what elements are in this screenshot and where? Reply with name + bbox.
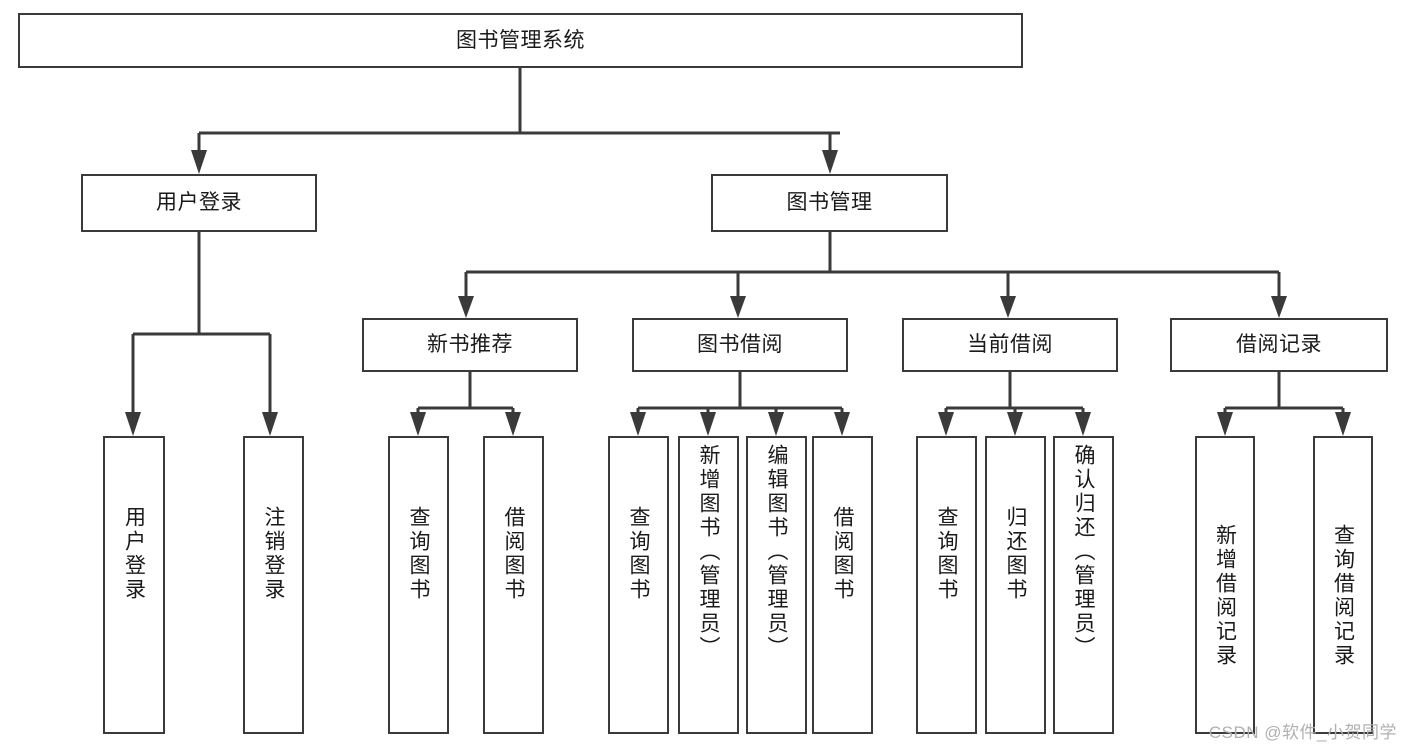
node-current-borrow[interactable]: 当前借阅 <box>902 318 1118 372</box>
arrowhead-leaf-11 <box>1075 412 1091 436</box>
arrowhead-leaf-13 <box>1335 412 1351 436</box>
arrowhead-leaf-12 <box>1217 412 1233 436</box>
node-leaf-confirm-return-label: 确认归还（管理员） <box>1072 444 1095 660</box>
arrowhead-userlogin <box>191 150 207 174</box>
arrowhead-leaf-2 <box>262 412 278 436</box>
arrowhead-leaf-10 <box>1007 412 1023 436</box>
node-root[interactable]: 图书管理系统 <box>18 13 1023 68</box>
arrowhead-leaf-5 <box>630 412 646 436</box>
node-leaf-query-record[interactable]: 查询借阅记录 <box>1313 436 1373 734</box>
arrowhead-leaf-1 <box>125 412 141 436</box>
arrowhead-leaf-9 <box>938 412 954 436</box>
node-current-borrow-label: 当前借阅 <box>967 333 1053 357</box>
arrowhead-bookmanage <box>822 150 838 174</box>
node-leaf-query-book-2-label: 查询图书 <box>627 506 650 602</box>
node-leaf-add-book-label: 新增图书（管理员） <box>697 444 720 660</box>
node-book-manage-label: 图书管理 <box>786 191 873 215</box>
node-leaf-add-record[interactable]: 新增借阅记录 <box>1195 436 1255 734</box>
arrowhead-leaf-6 <box>700 412 716 436</box>
node-leaf-query-book-2[interactable]: 查询图书 <box>608 436 669 734</box>
node-leaf-borrow-book-2[interactable]: 借阅图书 <box>812 436 873 734</box>
arrowhead-leaf-4 <box>505 412 521 436</box>
node-leaf-borrow-book-1[interactable]: 借阅图书 <box>483 436 544 734</box>
node-root-label: 图书管理系统 <box>456 28 585 52</box>
node-leaf-add-record-label: 新增借阅记录 <box>1213 524 1237 668</box>
arrow-heads <box>125 150 1351 436</box>
node-new-book-rec-label: 新书推荐 <box>427 333 513 357</box>
node-leaf-query-book-1[interactable]: 查询图书 <box>388 436 449 734</box>
node-leaf-query-book-1-label: 查询图书 <box>407 506 430 602</box>
node-leaf-logout[interactable]: 注销登录 <box>243 436 304 734</box>
node-leaf-query-book-3-label: 查询图书 <box>935 506 958 602</box>
node-leaf-borrow-book-2-label: 借阅图书 <box>831 506 854 602</box>
node-leaf-borrow-book-1-label: 借阅图书 <box>502 506 525 602</box>
node-leaf-logout-label: 注销登录 <box>262 506 285 602</box>
node-new-book-rec[interactable]: 新书推荐 <box>362 318 578 372</box>
arrowhead-nbr <box>458 296 474 318</box>
node-book-borrow[interactable]: 图书借阅 <box>632 318 848 372</box>
node-leaf-edit-book[interactable]: 编辑图书（管理员） <box>746 436 807 734</box>
node-book-manage[interactable]: 图书管理 <box>711 174 948 232</box>
arrowhead-br <box>1271 296 1287 318</box>
node-borrow-record[interactable]: 借阅记录 <box>1170 318 1388 372</box>
node-borrow-record-label: 借阅记录 <box>1236 333 1322 357</box>
node-leaf-confirm-return[interactable]: 确认归还（管理员） <box>1053 436 1114 734</box>
arrowhead-cb <box>1000 296 1016 318</box>
arrowhead-leaf-3 <box>410 412 426 436</box>
arrowhead-bb <box>730 296 746 318</box>
node-user-login-label: 用户登录 <box>156 191 242 215</box>
node-leaf-query-book-3[interactable]: 查询图书 <box>916 436 977 734</box>
node-leaf-user-login[interactable]: 用户登录 <box>103 436 165 734</box>
node-leaf-return-book-label: 归还图书 <box>1004 506 1027 602</box>
node-leaf-add-book[interactable]: 新增图书（管理员） <box>678 436 739 734</box>
node-book-borrow-label: 图书借阅 <box>697 333 783 357</box>
node-leaf-user-login-label: 用户登录 <box>122 506 146 602</box>
node-leaf-edit-book-label: 编辑图书（管理员） <box>765 444 788 660</box>
node-leaf-return-book[interactable]: 归还图书 <box>985 436 1046 734</box>
arrowhead-leaf-7 <box>768 412 784 436</box>
arrowhead-leaf-8 <box>834 412 850 436</box>
node-leaf-query-record-label: 查询借阅记录 <box>1331 524 1355 668</box>
node-user-login[interactable]: 用户登录 <box>81 174 317 232</box>
